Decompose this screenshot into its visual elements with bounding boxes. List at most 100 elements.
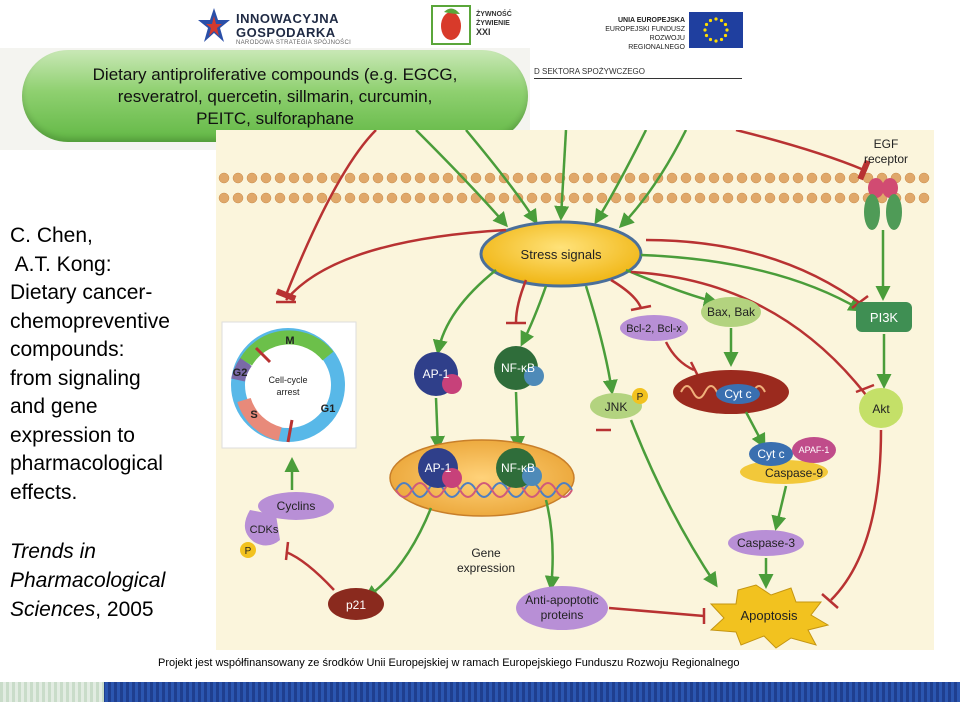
- nucleus-to-p21-arrow: [363, 507, 433, 600]
- pi3k-label: PI3K: [870, 310, 899, 325]
- bax-bak-node: Bax, Bak: [701, 297, 761, 327]
- cdks-label: CDKs: [250, 524, 279, 536]
- banner-line3: PEITC, sulforaphane: [196, 109, 354, 128]
- nfkb-translocate-arrow: [510, 391, 526, 451]
- cell-cycle-arrest-label: arrest: [276, 387, 300, 397]
- antiapoptotic-inhibit-apoptosis: [608, 606, 705, 618]
- innowacyjna-gospodarka-logo: INNOWACYJNA GOSPODARKA NARODOWA STRATEGI…: [196, 6, 356, 48]
- akt-inhibit-apoptosis: [830, 429, 883, 601]
- banner-line2: resveratrol, quercetin, sillmarin, curcu…: [117, 87, 433, 106]
- journal-line1: Trends in: [10, 540, 96, 563]
- stress-inhibit-akt: [630, 270, 867, 396]
- mitochondrion: Cyt c: [673, 370, 789, 414]
- zz-line2: ŻYWIENIE: [476, 20, 510, 27]
- bcl2-inhibit-mito: [664, 341, 695, 372]
- stress-to-pi3k-arrow: [640, 253, 864, 312]
- footer-bar: [0, 682, 960, 702]
- egf-receptor-label-line1: EGF: [874, 137, 899, 151]
- stress-inhibit-bcl2: [610, 278, 643, 309]
- nfkb-top-node: NF-κB: [494, 346, 544, 390]
- cyt-c2-label: Cyt c: [757, 447, 784, 461]
- leaf-pepper-icon: [431, 5, 471, 45]
- citation-block: C. Chen, A.T. Kong: Dietary cancer- chem…: [10, 222, 220, 507]
- egf-receptor: EGF receptor: [864, 137, 908, 230]
- eu-logo: UNIA EUROPEJSKA EUROPEJSKI FUNDUSZ ROZWO…: [595, 12, 745, 52]
- apoptosis-label: Apoptosis: [740, 608, 798, 623]
- phase-m-label: M: [285, 335, 294, 347]
- cell-cycle-arrest-label-line1: Cell-cycle: [268, 375, 307, 385]
- apaf1-label: APAF-1: [799, 445, 830, 455]
- stress-signals-node: Stress signals: [479, 220, 643, 288]
- akt-label: Akt: [872, 402, 890, 416]
- eu-flag-icon: [689, 12, 743, 48]
- zz-line1: ŻYWNOŚĆ: [476, 11, 512, 18]
- cell-membrane: [216, 172, 934, 204]
- citation-author2: A.T. Kong:: [10, 252, 112, 276]
- phase-s-label: S: [250, 409, 257, 421]
- bcl2-label: Bcl-2, Bcl-x: [626, 323, 682, 335]
- cyt-c-label: Cyt c: [724, 387, 751, 401]
- phase-g2-label: G2: [233, 367, 248, 379]
- ue-line1: UNIA EUROPEJSKA: [617, 17, 685, 24]
- stress-to-ap1-arrow: [432, 269, 497, 355]
- apoptosis-node: Apoptosis: [709, 584, 830, 649]
- stress-to-bax-arrow: [625, 268, 719, 307]
- ig-subtitle: NARODOWA STRATEGIA SPÓJNOŚCI: [236, 40, 352, 46]
- stress-inhibit-pi3k: [645, 238, 865, 308]
- anti-apoptotic-node: Anti-apoptotic proteins: [516, 586, 608, 630]
- ap1-bottom-label: AP-1: [425, 461, 452, 475]
- ig-title-line2: GOSPODARKA: [236, 25, 336, 40]
- citation-line6: expression to: [10, 423, 135, 447]
- cell-cycle-diagram: M G2 S G1 Cell-cycle arrest: [221, 321, 357, 449]
- ap1-top-label: AP-1: [423, 367, 450, 381]
- ig-star-icon: [198, 8, 230, 42]
- citation-line7: pharmacological: [10, 452, 163, 475]
- caspase3-node: Caspase-3: [728, 530, 804, 556]
- cdks-p-label: P: [245, 546, 252, 557]
- nucleus-to-antiapoptotic-arrow: [544, 499, 560, 591]
- ap1-translocate-arrow: [430, 397, 446, 451]
- cyclins-label: Cyclins: [277, 499, 316, 513]
- caspase3-label: Caspase-3: [737, 536, 795, 550]
- citation-line4: from signaling: [10, 366, 141, 390]
- stress-signals-label: Stress signals: [521, 247, 602, 262]
- citation-line2: chemopreventive: [10, 309, 170, 333]
- nfkb-top-label: NF-κB: [501, 361, 535, 375]
- footer-funding-note: Projekt jest współfinansowany ze środków…: [158, 657, 740, 669]
- zywnosc-zywienie-logo: ŻYWNOŚĆ ŻYWIENIE XXI: [430, 4, 530, 48]
- compounds-banner-text: Dietary antiproliferative compounds (e.g…: [30, 64, 520, 130]
- bax-bak-label: Bax, Bak: [707, 305, 756, 319]
- apoptosome-node: Cyt c APAF-1 Caspase-9: [740, 437, 836, 484]
- stress-to-nfkb-arrow: [520, 285, 548, 347]
- journal-year: , 2005: [95, 598, 154, 621]
- journal-line2: Pharmacological: [10, 569, 166, 592]
- casp9-to-casp3-arrow: [771, 485, 788, 531]
- egf-receptor-label: receptor: [864, 152, 908, 166]
- ap1-top-node: AP-1: [414, 352, 462, 396]
- header-divider: [534, 78, 742, 79]
- anti-apoptotic-label-line1: Anti-apoptotic: [525, 593, 598, 607]
- p21-inhibit-cdks: [285, 550, 335, 591]
- citation-line1: Dietary cancer-: [10, 281, 153, 304]
- banner-line1: Dietary antiproliferative compounds (e.g…: [92, 65, 458, 84]
- inhibition-lines: [275, 128, 871, 302]
- ue-line3: ROZWOJU REGIONALNEGO: [628, 35, 685, 51]
- citation-author1: C. Chen,: [10, 224, 93, 247]
- ue-line2: EUROPEJSKI FUNDUSZ: [605, 26, 685, 33]
- jnk-to-apoptosis-arrow: [629, 419, 718, 588]
- akt-node: Akt: [859, 388, 903, 428]
- pathway-svg: EGF receptor Stress signals PI3K: [216, 128, 934, 649]
- zz-line3: XXI: [476, 27, 491, 37]
- ig-title-line1: INNOWACYJNA: [236, 11, 340, 26]
- caspase9-label: Caspase-9: [765, 466, 823, 480]
- p21-node: p21: [328, 588, 384, 620]
- compounds-banner: [22, 50, 528, 142]
- stress-inhibit-nfkb: [514, 279, 528, 323]
- footer-bar-left: [0, 682, 104, 702]
- sector-caption: D SEKTORA SPOŻYWCZEGO: [534, 67, 645, 76]
- compound-arrows: [415, 129, 688, 229]
- stress-inhibit-cellcycle: [285, 228, 507, 301]
- anti-apoptotic-label: proteins: [541, 608, 584, 622]
- nucleus: AP-1 NF-κB: [389, 439, 575, 517]
- cyclins-cdks-node: Cyclins CDKs P: [240, 492, 334, 558]
